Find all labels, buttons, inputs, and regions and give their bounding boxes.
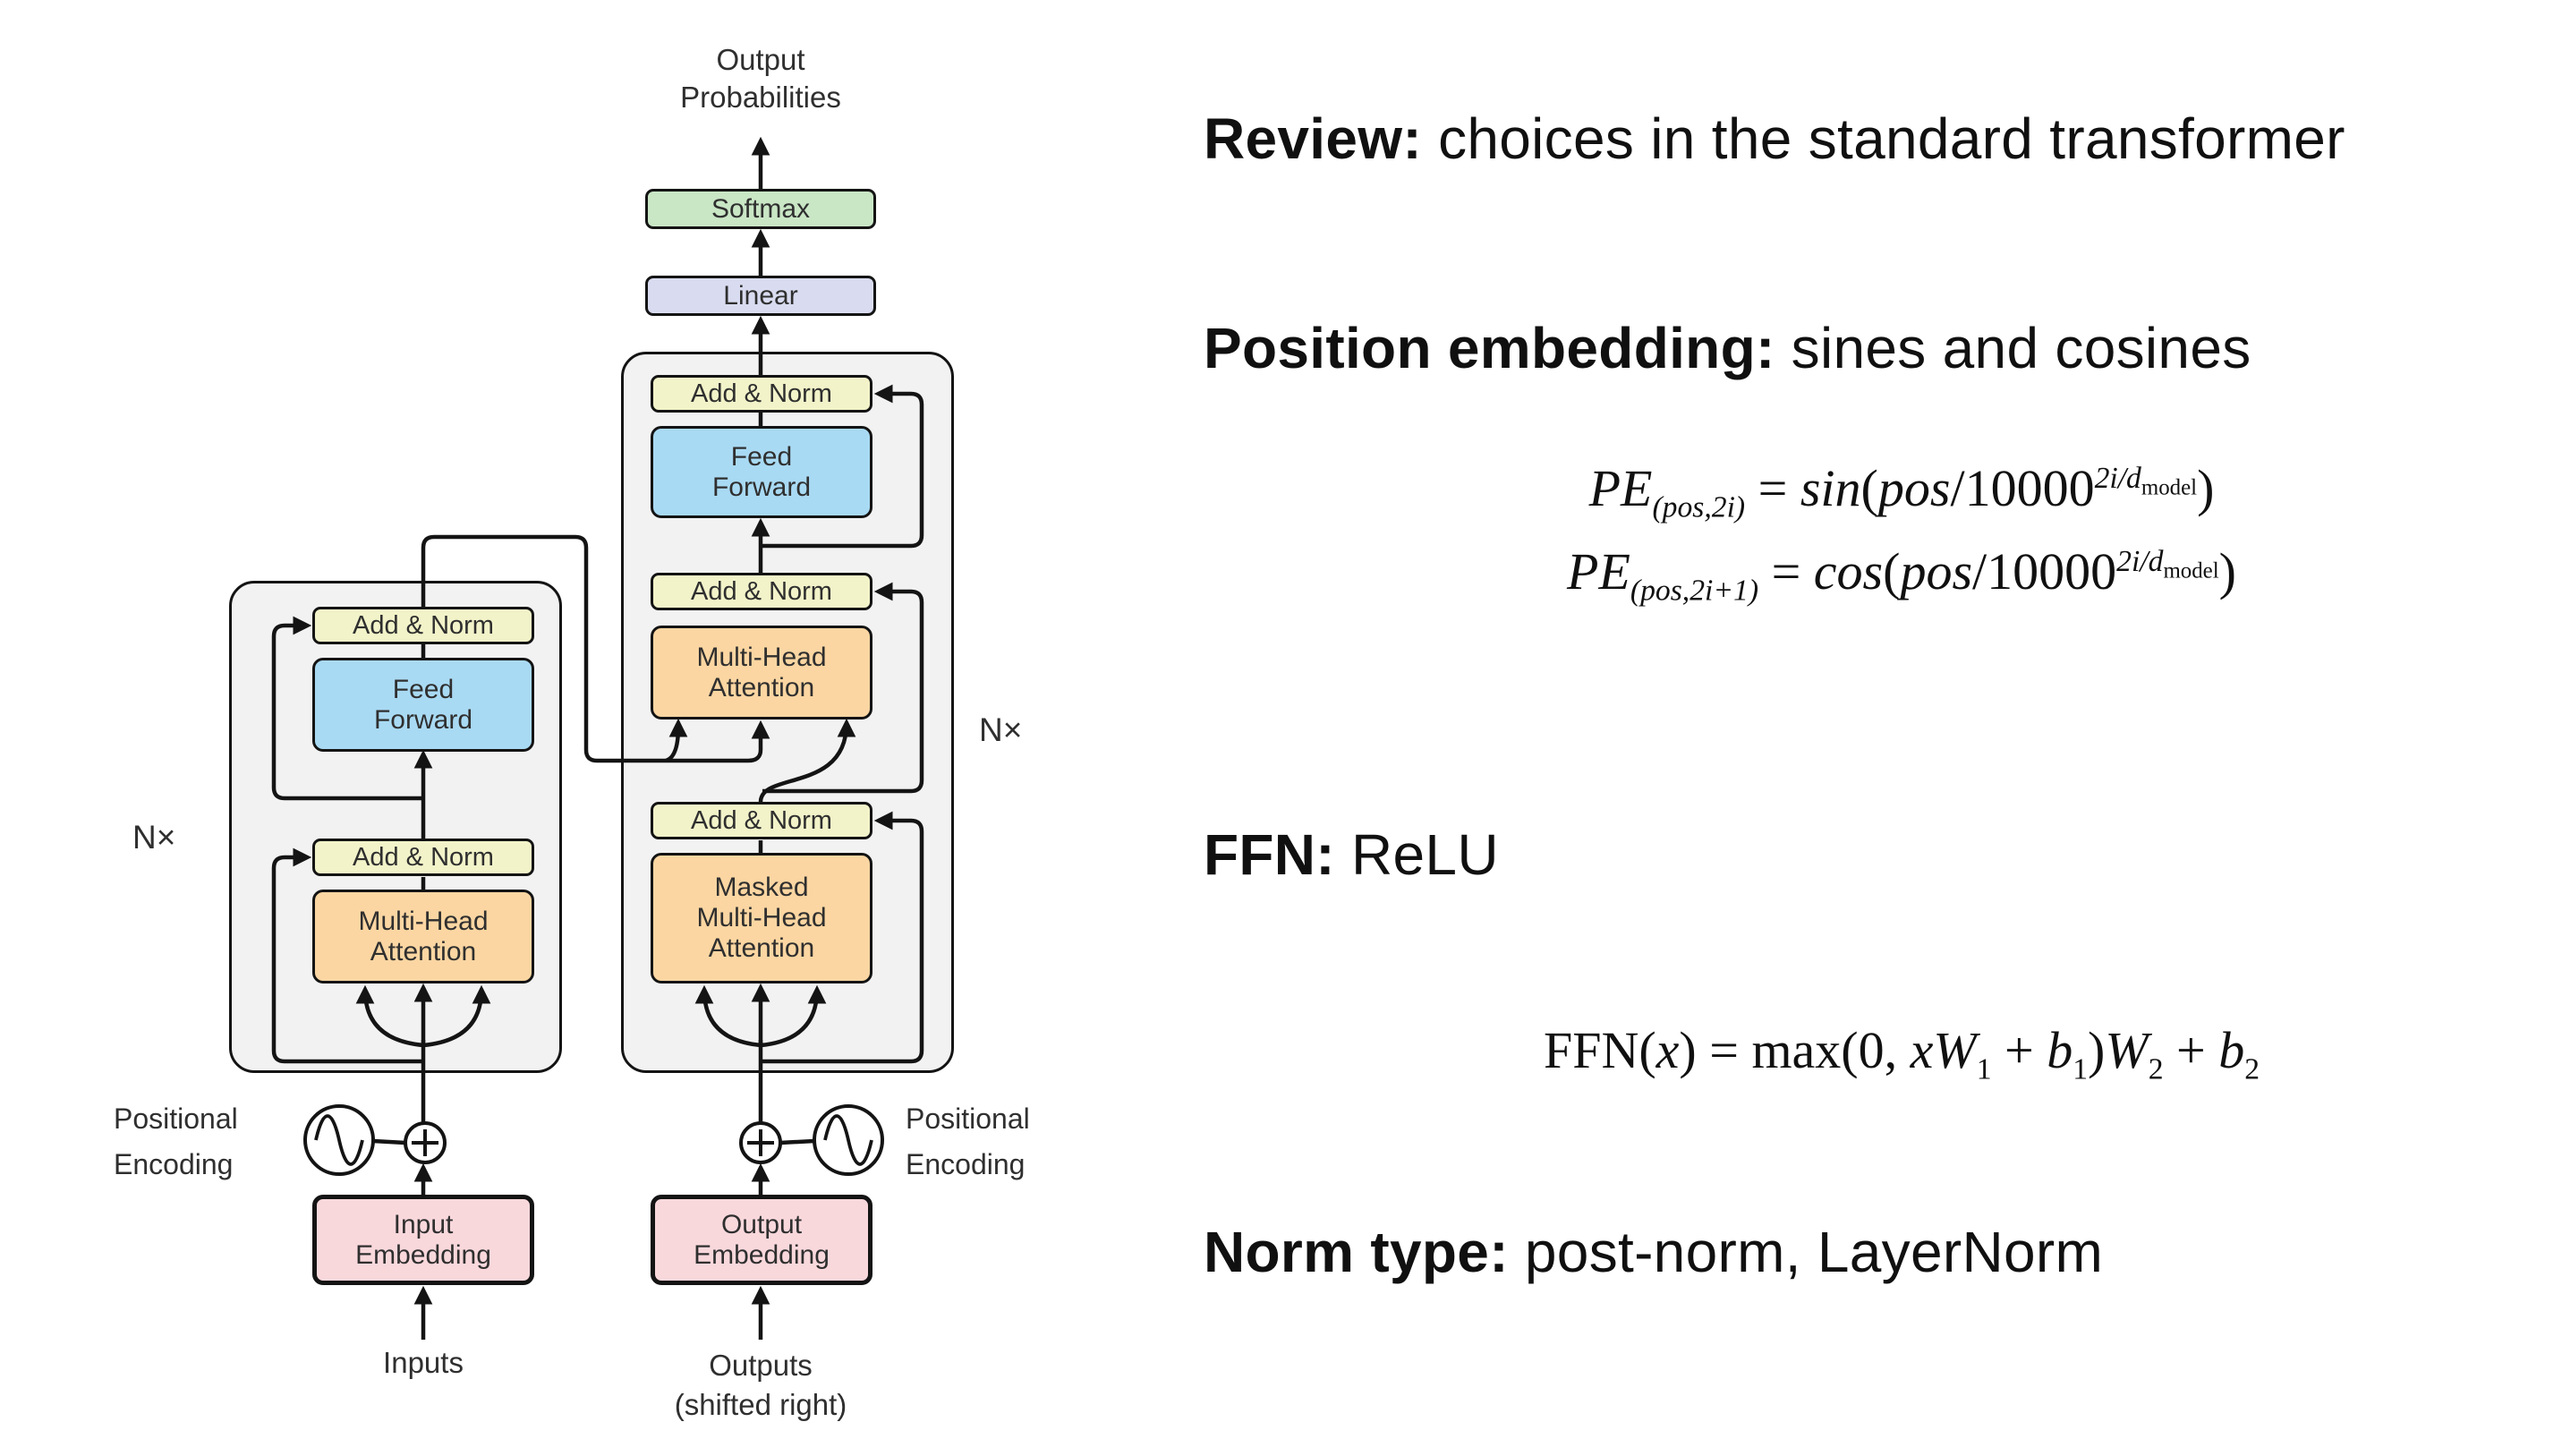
pe-cos-formula: PE(pos,2i+1) = cos(pos/100002i/dmodel) [1567,542,2236,608]
positional-encoding-left-icon [303,1104,375,1176]
norm-type-label: Norm type: [1204,1220,1509,1284]
encoder-multi-head-attention-box: Multi-Head Attention [312,890,534,983]
position-embedding-line: Position embedding: sines and cosines [1204,315,2251,381]
pe-lhs-sub: (pos,2i) [1652,490,1746,524]
output-probabilities-label: Output Probabilities [680,43,841,114]
position-embedding-label: Position embedding: [1204,316,1775,380]
pe-lhs-sub: (pos,2i+1) [1630,574,1759,608]
output-embedding-box: Output Embedding [651,1195,872,1285]
ffn-text: ReLU [1351,822,1499,887]
n-times-right-label: N× [979,711,1023,748]
pe-lhs: PE [1567,542,1630,600]
review-label: Review: [1204,106,1422,171]
review-line: Review: choices in the standard transfor… [1204,106,2345,172]
positional-encoding-left-label: Positional Encoding [114,1103,238,1181]
decoder-add-norm-top-box: Add & Norm [651,375,872,413]
position-embedding-text: sines and cosines [1791,316,2251,380]
encoder-panel [229,581,562,1073]
ffn-line: FFN: ReLU [1204,822,1499,888]
softmax-box: Softmax [645,189,876,229]
inputs-label: Inputs [383,1346,464,1379]
review-text: choices in the standard transformer [1438,106,2345,171]
norm-type-text: post-norm, LayerNorm [1524,1220,2104,1284]
positional-encoding-right-label: Positional Encoding [906,1103,1030,1181]
decoder-add-norm-middle-box: Add & Norm [651,573,872,610]
norm-type-line: Norm type: post-norm, LayerNorm [1204,1219,2103,1285]
outputs-label: Outputs (shifted right) [674,1349,847,1421]
input-embedding-box: Input Embedding [312,1195,534,1285]
linear-box: Linear [645,276,876,316]
decoder-multi-head-attention-box: Multi-Head Attention [651,626,872,719]
positional-encoding-right-icon [813,1104,884,1176]
add-circle-left-icon [404,1121,447,1164]
encoder-add-norm-bottom-box: Add & Norm [312,839,534,876]
encoder-feed-forward-box: Feed Forward [312,658,534,752]
pe-formulas: PE(pos,2i) = sin(pos/100002i/dmodel) PE(… [1307,458,2497,625]
ffn-label: FFN: [1204,822,1335,887]
decoder-add-norm-bottom-box: Add & Norm [651,802,872,839]
ffn-formula: FFN(x) = max(0, xW1 + b1)W2 + b2 [1543,1021,2260,1086]
add-circle-right-icon [739,1121,782,1164]
n-times-left-label: N× [132,819,176,856]
masked-multi-head-attention-box: Masked Multi-Head Attention [651,853,872,983]
pe-lhs: PE [1588,459,1653,517]
encoder-add-norm-top-box: Add & Norm [312,607,534,644]
decoder-feed-forward-box: Feed Forward [651,426,872,518]
pe-sin-formula: PE(pos,2i) = sin(pos/100002i/dmodel) [1588,459,2215,524]
